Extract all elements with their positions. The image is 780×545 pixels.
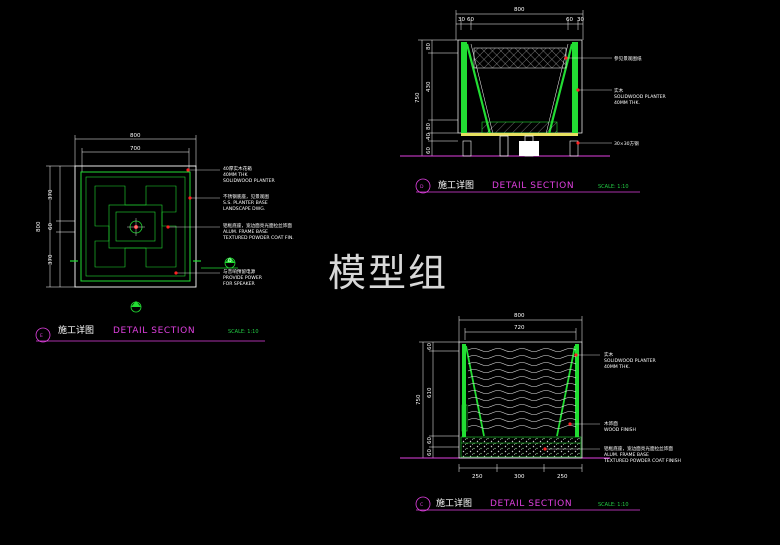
plan-note-3-cn: 铝框底座，宽边面亮光面拉丝饰面 xyxy=(223,222,292,229)
section-d-view: 800 30 60 60 30 750 80 430 80 40 60 xyxy=(400,7,666,194)
section-d-note-2-l3: 40MM THK. xyxy=(614,100,640,106)
plan-callout-tag: D xyxy=(228,258,232,264)
section-c-dim-top-overall: 800 xyxy=(514,313,525,319)
section-d-dim-top-a: 30 xyxy=(458,17,465,23)
section-d-note-2-cn: 实木 xyxy=(614,87,624,94)
plan-note-4-l3: FOR SPEAKER xyxy=(223,281,256,287)
section-c-dim-left-1: 60 xyxy=(427,343,433,350)
section-c-wood-grain xyxy=(467,348,577,429)
section-d-dim-left-overall: 750 xyxy=(415,92,421,103)
section-d-dim-left-3: 80 xyxy=(426,123,432,130)
section-d-note-3-cn: 30×30方钢 xyxy=(614,140,639,147)
section-d-title-tag: D xyxy=(420,184,424,190)
section-d-dim-left-5: 60 xyxy=(426,147,432,154)
section-c-note-3-l3: TEXTURED POWDER COAT FINISH xyxy=(603,458,681,464)
section-d-planter xyxy=(400,39,610,157)
section-d-title-scale: SCALE: 1:10 xyxy=(598,184,629,190)
plan-note-2-cn: 不锈钢底座，见景观图 xyxy=(223,193,269,200)
section-c-title-tag: C xyxy=(420,502,423,508)
plan-center-symbol xyxy=(127,218,145,236)
plan-dimensions xyxy=(46,135,197,288)
section-c-leaders xyxy=(545,354,600,450)
section-c-note-1-l3: 40MM THK. xyxy=(604,364,630,370)
plan-notes: 40厚实木花箱 40MM THK SOLIDWOOD PLANTER 不锈钢底座… xyxy=(222,165,294,287)
plan-dim-top-overall: 800 xyxy=(130,133,141,139)
section-c-dim-left-3: 60 xyxy=(427,437,433,444)
plan-title-block: E 施工详图 DETAIL SECTION SCALE: 1:10 xyxy=(35,324,265,343)
plan-dim-left-c: 370 xyxy=(48,254,54,265)
section-c-note-3-cn: 铝框底座，宽边面亮光面拉丝饰面 xyxy=(604,445,673,452)
section-d-dim-left-2: 430 xyxy=(426,81,432,92)
plan-dim-left-b: 60 xyxy=(48,223,54,230)
section-c-note-2-l2: WOOD FINISH xyxy=(604,427,636,433)
plan-note-4-cn: 与音响预留电源 xyxy=(223,268,256,275)
plan-note-2-l3: LANDSCAPE DWG. xyxy=(223,206,265,212)
section-c-dim-bottom-2: 300 xyxy=(514,474,525,480)
section-d-title-block: D 施工详图 DETAIL SECTION SCALE: 1:10 xyxy=(415,178,640,194)
section-c-title-block: C 施工详图 DETAIL SECTION SCALE: 1:10 xyxy=(415,496,640,512)
plan-leaders xyxy=(168,169,220,274)
section-d-note-1-cn: 参见景观图纸 xyxy=(614,55,642,62)
section-c-note-1-cn: 实木 xyxy=(604,351,614,358)
plan-leader-dots xyxy=(166,168,192,275)
plan-callout-d: D xyxy=(201,257,238,269)
plan-dim-left-overall: 800 xyxy=(36,221,42,232)
section-c-dim-bottom-1: 250 xyxy=(472,474,483,480)
plan-planter-outline xyxy=(74,165,197,288)
section-c-note-3-l2: ALUM. FRAME BASE xyxy=(604,452,649,458)
section-d-notes: 参见景观图纸 实木 SOLIDWOOD PLANTER 40MM THK. 30… xyxy=(614,55,666,147)
plan-title-tag: E xyxy=(40,333,43,339)
section-c-title-en: DETAIL SECTION xyxy=(490,499,572,509)
plan-title-cn: 施工详图 xyxy=(58,324,94,336)
section-c-title-scale: SCALE: 1:10 xyxy=(598,502,629,508)
plan-note-1-l2: 40MM THK xyxy=(223,172,248,178)
plan-note-1-l3: SOLIDWOOD PLANTER xyxy=(223,178,275,184)
section-d-dim-left-1: 80 xyxy=(426,43,432,50)
section-d-title-en: DETAIL SECTION xyxy=(492,181,574,191)
section-c-note-2-cn: 木饰面 xyxy=(604,420,618,427)
plan-title-scale: SCALE: 1:10 xyxy=(228,329,259,335)
section-c-note-1-l2: SOLIDWOOD PLANTER xyxy=(604,358,656,364)
plan-note-3-l3: TEXTURED POWDER COAT FIN. xyxy=(222,235,294,241)
section-c-planter xyxy=(400,341,610,459)
plan-note-4-l2: PROVIDE POWER xyxy=(223,275,263,281)
section-d-dim-top-b: 60 xyxy=(467,17,474,23)
plan-note-2-l2: S.S. PLANTER BASE xyxy=(223,200,268,206)
section-c-view: 800 720 750 60 610 60 60 250 300 250 xyxy=(400,313,681,512)
plan-note-1-cn: 40厚实木花箱 xyxy=(223,165,252,172)
section-c-dim-top-inner: 720 xyxy=(514,325,525,331)
section-c-dim-left-overall: 750 xyxy=(416,394,422,405)
plan-dim-top-inner: 700 xyxy=(130,146,141,152)
section-c-dim-left-4: 60 xyxy=(427,449,433,456)
section-d-leaders xyxy=(566,57,612,144)
plan-dim-left-a: 370 xyxy=(48,189,54,200)
section-d-title-cn: 施工详图 xyxy=(438,179,474,191)
section-c-title-cn: 施工详图 xyxy=(436,497,472,509)
plan-title-en: DETAIL SECTION xyxy=(113,326,195,336)
section-c-leader-dots xyxy=(543,353,578,451)
section-c-dimensions xyxy=(419,316,583,472)
plan-note-3-l2: ALUM. FRAME BASE xyxy=(223,229,268,235)
section-d-note-2-l2: SOLIDWOOD PLANTER xyxy=(614,94,666,100)
plan-section-markers xyxy=(70,260,201,313)
section-c-dim-left-2: 610 xyxy=(427,387,433,398)
watermark-text: 模型组 xyxy=(328,251,448,295)
plan-view: 800 700 800 370 60 370 xyxy=(35,133,294,343)
section-d-dim-top-d: 30 xyxy=(577,17,584,23)
section-c-dim-bottom-3: 250 xyxy=(557,474,568,480)
section-d-dim-left-4: 40 xyxy=(426,133,432,140)
section-c-notes: 实木 SOLIDWOOD PLANTER 40MM THK. 木饰面 WOOD … xyxy=(603,351,681,464)
section-d-leader-dots xyxy=(564,56,580,145)
section-d-dim-top-c: 60 xyxy=(566,17,573,23)
section-d-dim-top-overall: 800 xyxy=(514,7,525,13)
